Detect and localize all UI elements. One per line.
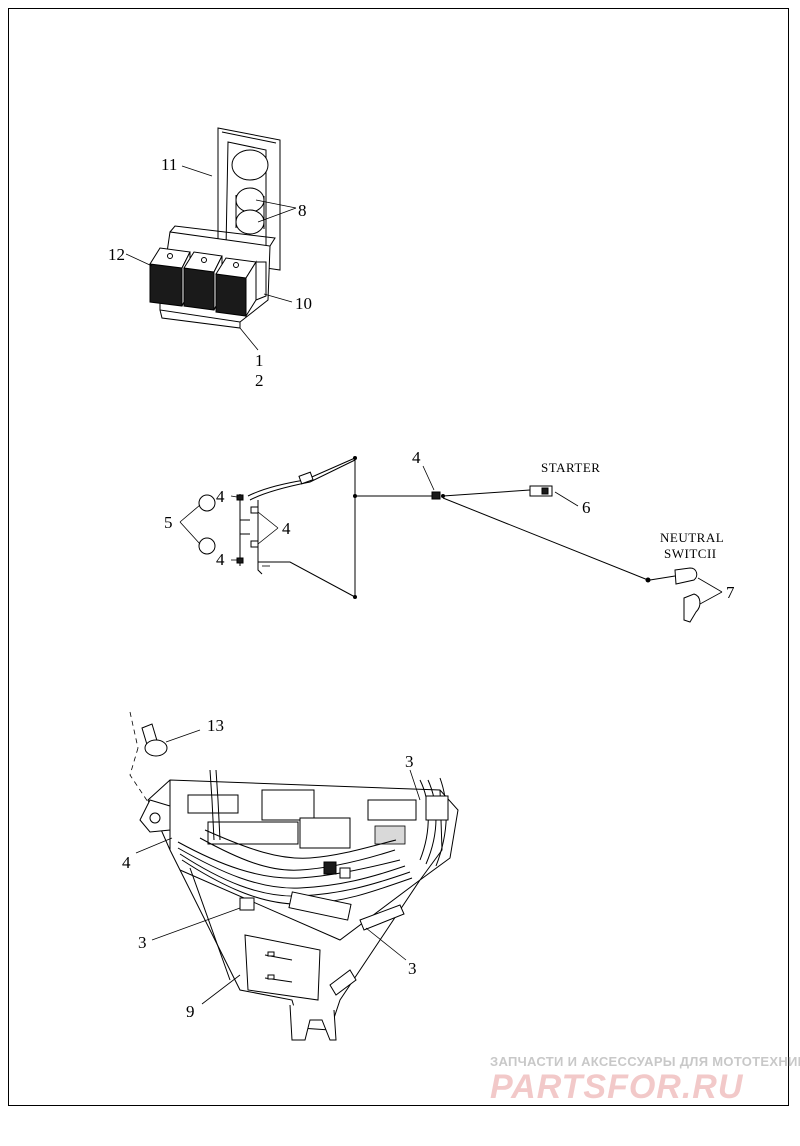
wiring-harness-schematic: [198, 456, 701, 623]
callout-3-top: 3: [405, 752, 414, 771]
callout-4-box: 4: [122, 853, 131, 872]
bottom-leaders: [135, 729, 421, 1005]
watermark: ЗАПЧАСТИ И АКСЕССУАРЫ ДЛЯ МОТОТЕХНИКИ PA…: [490, 1054, 800, 1106]
relay-socket-lower: [198, 537, 216, 555]
neutral-switch-connector-b: [683, 593, 701, 623]
callout-6: 6: [582, 498, 591, 517]
callout-12: 12: [108, 245, 125, 264]
drawing-frame: [8, 8, 789, 1106]
starter-connector: [529, 485, 553, 497]
callout-4-mid: 4: [282, 519, 291, 538]
relay-bracket-assembly: [149, 127, 281, 329]
fuse-box-assembly: [129, 711, 459, 1041]
callout-4-upper: 4: [216, 487, 225, 506]
callout-8: 8: [298, 201, 307, 220]
neutral-switch-label-line1: NEUTRAL: [660, 530, 724, 545]
neutral-switch-label-line2: SWITCII: [664, 546, 717, 561]
callout-3-left: 3: [138, 933, 147, 952]
callout-2: 2: [255, 371, 264, 390]
top-leaders: [125, 165, 297, 351]
callout-4-lower: 4: [216, 550, 225, 569]
starter-label: STARTER: [541, 460, 600, 475]
callout-3-right: 3: [408, 959, 417, 978]
callout-9: 9: [186, 1002, 195, 1021]
relay-socket-upper: [198, 494, 216, 512]
callout-1: 1: [255, 351, 264, 370]
callout-4-junction: 4: [412, 448, 421, 467]
callout-5: 5: [164, 513, 173, 532]
watermark-logo: PARTSFOR.RU: [490, 1068, 744, 1106]
watermark-tagline: ЗАПЧАСТИ И АКСЕССУАРЫ ДЛЯ МОТОТЕХНИКИ: [490, 1054, 800, 1069]
middle-leaders: [179, 465, 723, 605]
neutral-switch-connector-a: [674, 567, 698, 585]
callout-10: 10: [295, 294, 312, 313]
callout-11: 11: [161, 155, 177, 174]
callout-7: 7: [726, 583, 735, 602]
callout-13: 13: [207, 716, 224, 735]
